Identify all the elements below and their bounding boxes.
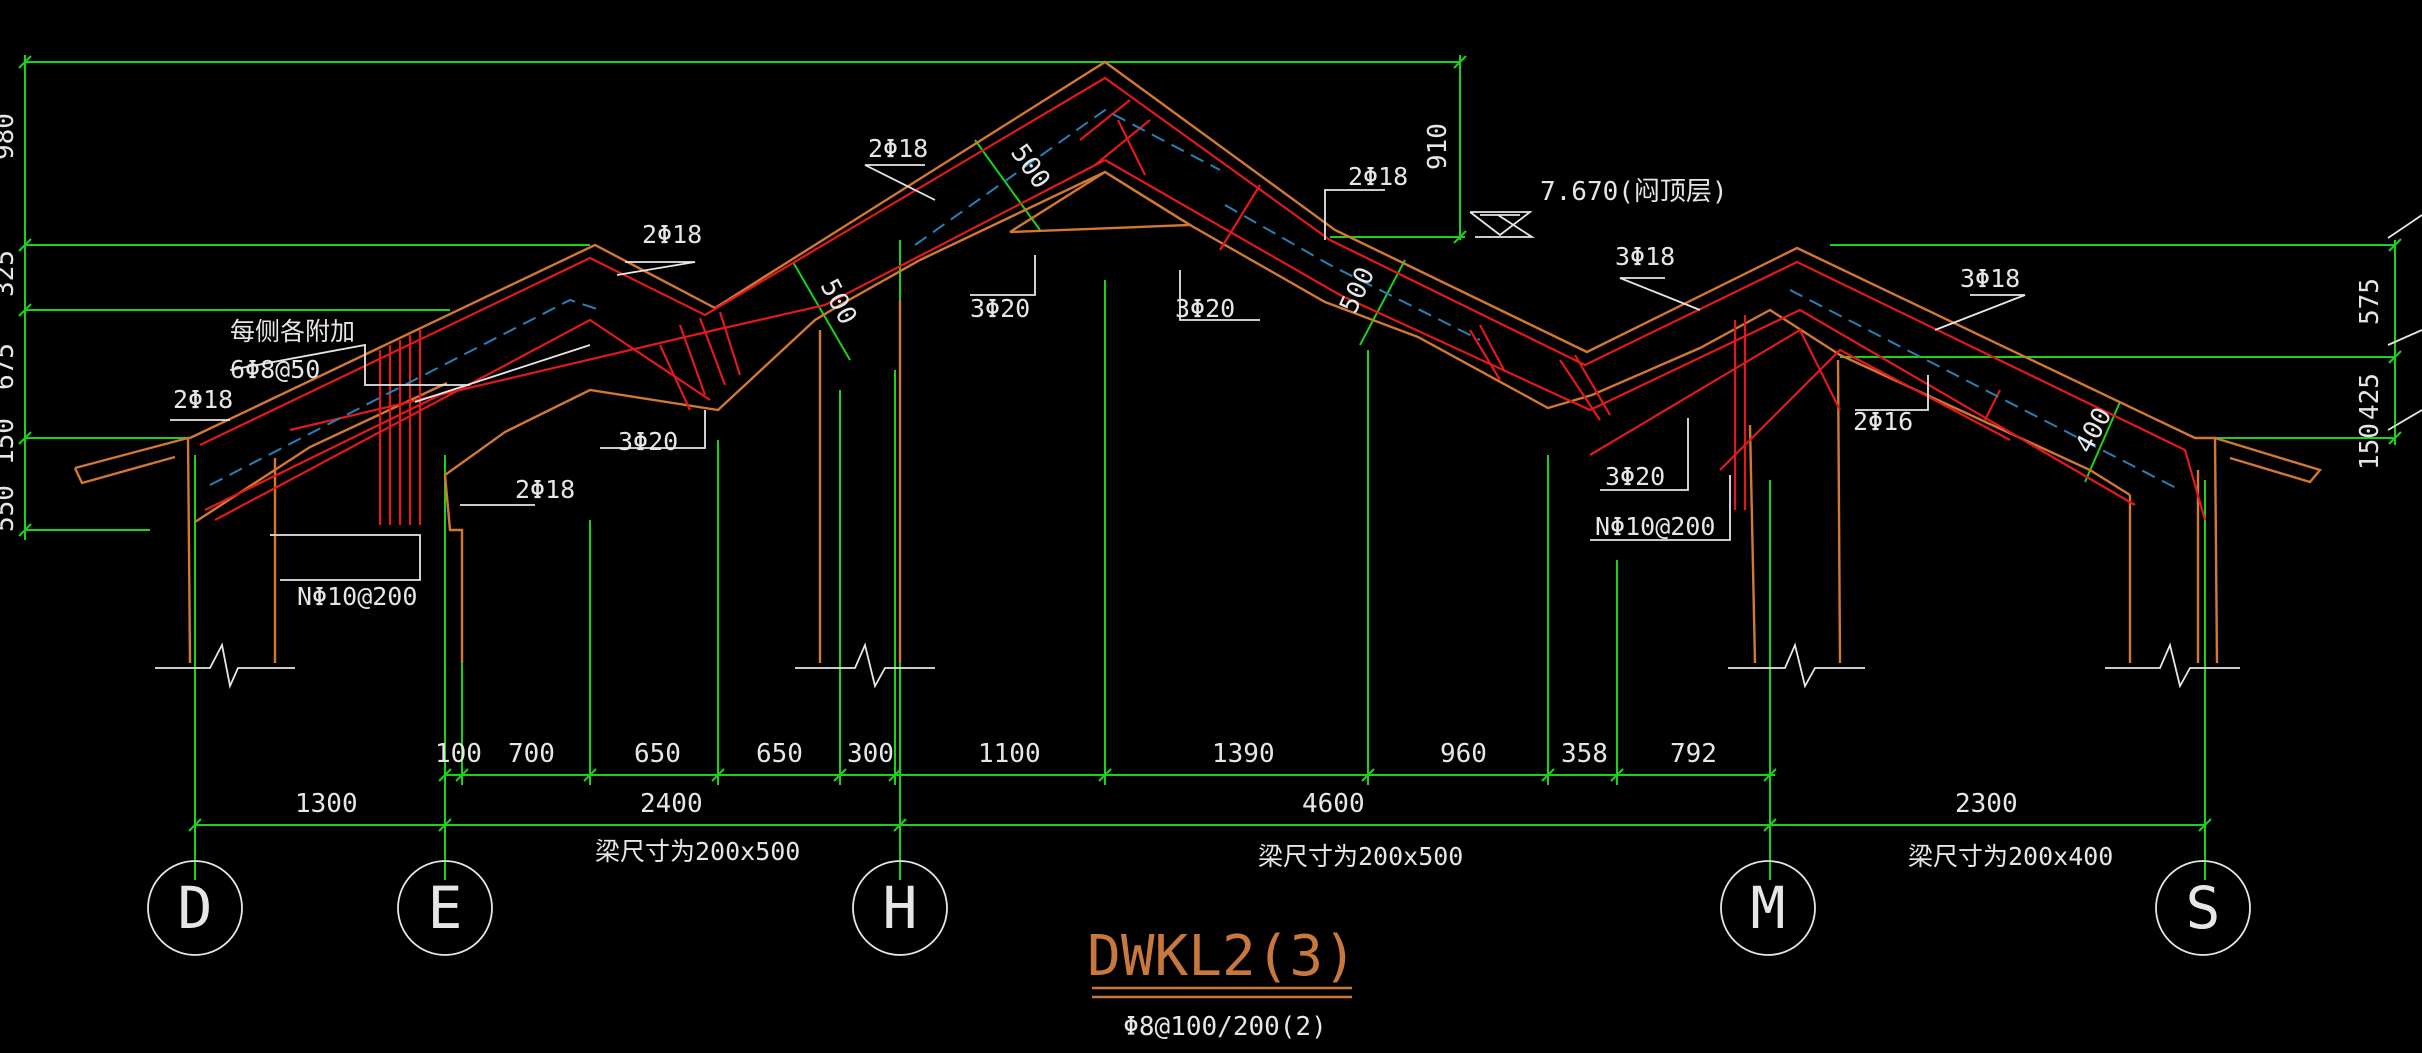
hidden-lines — [209, 108, 2181, 491]
left-height-3: 675 — [0, 343, 20, 390]
bay-dim-2: 2400 — [640, 789, 703, 819]
ridge-height: 910 — [1423, 123, 1453, 170]
rebar-label-l-add2: 6Φ8@50 — [230, 355, 320, 384]
rebar-label-mid-right-top: 2Φ18 — [1348, 162, 1408, 191]
beam-size-2: 梁尺寸为200x500 — [1258, 842, 1463, 871]
bay-dim-1: 1300 — [295, 789, 358, 819]
rebar-label-r-bot: 3Φ20 — [1605, 462, 1665, 491]
axis-label-s: S — [2186, 874, 2221, 942]
leaders — [155, 164, 2422, 850]
stirrup-spec: Φ8@100/200(2) — [1123, 1012, 1327, 1042]
detail-dim-7: 1390 — [1212, 739, 1275, 769]
rebar-label-r-top1: 3Φ18 — [1615, 242, 1675, 271]
dimension-text: 1300 2400 4600 2300 100 700 650 650 300 … — [0, 113, 2385, 819]
rebar-label-l-add1: 每侧各附加 — [230, 317, 355, 346]
bay-dim-4: 2300 — [1955, 789, 2018, 819]
bay-dim-3: 4600 — [1302, 789, 1365, 819]
beam-name: DWKL2 — [1087, 924, 1256, 989]
depth-label-a: 500 — [1004, 139, 1056, 195]
depth-label-d: 400 — [2070, 403, 2119, 459]
right-height-1: 575 — [2355, 278, 2385, 325]
axis-label-h: H — [883, 874, 918, 942]
svg-text:DWKL2(3): DWKL2(3) — [1087, 924, 1357, 989]
axis-label-d: D — [178, 874, 213, 942]
right-height-3: 150 — [2355, 423, 2385, 470]
rebar-label-l-bot: 3Φ20 — [618, 427, 678, 456]
rebar-label-r-inner: 2Φ16 — [1853, 407, 1913, 436]
detail-dim-10: 792 — [1670, 739, 1717, 769]
elevation-label: 7.670(闷顶层) — [1540, 177, 1728, 207]
detail-dim-2: 700 — [508, 739, 555, 769]
detail-dim-8: 960 — [1440, 739, 1487, 769]
detail-dim-9: 358 — [1561, 739, 1608, 769]
rebar-label-r-side: NΦ10@200 — [1595, 512, 1715, 541]
rebar-label-l-top: 2Φ18 — [642, 220, 702, 249]
beam-outline — [73, 60, 2323, 664]
detail-dim-5: 300 — [847, 739, 894, 769]
drawing-title: DWKL2(3) Φ8@100/200(2) — [1087, 924, 1357, 1042]
rebar-label-l-side: NΦ10@200 — [297, 582, 417, 611]
rebar-label-mid-top: 2Φ18 — [868, 134, 928, 163]
axis-label-m: M — [1751, 874, 1786, 942]
left-height-2: 325 — [0, 250, 20, 297]
detail-dim-4: 650 — [756, 739, 803, 769]
left-height-1: 980 — [0, 113, 20, 160]
beam-size-notes: 梁尺寸为200x500 梁尺寸为200x500 梁尺寸为200x400 — [595, 837, 2113, 871]
detail-dim-1: 100 — [435, 739, 482, 769]
rebar-label-r-top2: 3Φ18 — [1960, 264, 2020, 293]
rebar-labels: 2Φ18 2Φ18 每侧各附加 6Φ8@50 3Φ20 2Φ18 NΦ10@20… — [173, 134, 2020, 611]
depth-label-b: 500 — [814, 274, 863, 330]
left-height-4: 150 — [0, 418, 20, 465]
dimension-lines — [18, 55, 2402, 880]
axis-label-e: E — [428, 874, 463, 942]
grid-axes: D E H M S — [147, 860, 2251, 956]
rebar-label-l-top-left: 2Φ18 — [173, 385, 233, 414]
rebar-label-mid-right-bot: 3Φ20 — [1175, 294, 1235, 323]
rebar-label-mid-left-bot: 3Φ20 — [970, 294, 1030, 323]
detail-dim-6: 1100 — [978, 739, 1041, 769]
reinforcement — [199, 76, 2207, 525]
span-count: (3) — [1256, 924, 1357, 989]
rebar-label-l-inner: 2Φ18 — [515, 475, 575, 504]
left-height-5: 550 — [0, 485, 20, 532]
detail-dim-3: 650 — [634, 739, 681, 769]
beam-size-3: 梁尺寸为200x400 — [1908, 842, 2113, 871]
right-height-2: 425 — [2355, 373, 2385, 420]
beam-size-1: 梁尺寸为200x500 — [595, 837, 800, 866]
